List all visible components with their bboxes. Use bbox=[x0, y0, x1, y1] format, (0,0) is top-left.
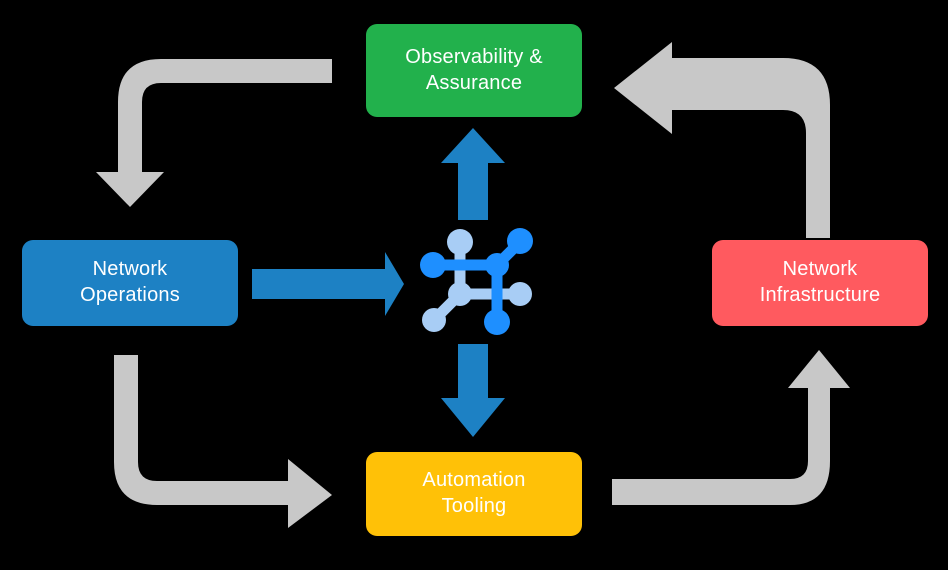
pillar-label: Network Operations bbox=[80, 257, 180, 308]
pillar-automation-tooling[interactable]: Automation Tooling bbox=[366, 452, 582, 536]
arrow-infrastructure-to-observability bbox=[614, 42, 830, 238]
arrow-center-to-observability bbox=[441, 128, 505, 220]
pillar-label-line1: Network bbox=[92, 258, 168, 281]
arrow-operations-to-center bbox=[252, 252, 404, 316]
pillar-label-line1: Observability & bbox=[405, 45, 543, 68]
pillar-label: Network Infrastructure bbox=[760, 257, 881, 308]
pillar-label-line1: Network bbox=[782, 258, 858, 281]
pillar-label: Observability & Assurance bbox=[405, 45, 543, 96]
pillar-label-line2: Tooling bbox=[441, 495, 507, 517]
pillar-label: Automation Tooling bbox=[422, 468, 525, 519]
pillar-label-line1: Automation bbox=[422, 469, 526, 492]
pillar-network-operations[interactable]: Network Operations bbox=[22, 240, 238, 326]
pillar-observability-assurance[interactable]: Observability & Assurance bbox=[366, 24, 582, 117]
arrow-operations-to-automation bbox=[114, 355, 332, 528]
pillar-network-infrastructure[interactable]: Network Infrastructure bbox=[712, 240, 928, 326]
pillar-label-line2: Infrastructure bbox=[759, 284, 881, 306]
arrow-automation-to-infrastructure bbox=[612, 350, 850, 505]
arrow-center-to-automation bbox=[441, 344, 505, 437]
pillar-label-line2: Operations bbox=[80, 284, 180, 306]
arrow-observability-to-operations bbox=[96, 59, 332, 207]
pillar-label-line2: Assurance bbox=[425, 71, 523, 94]
network-mesh-icon bbox=[420, 228, 533, 335]
